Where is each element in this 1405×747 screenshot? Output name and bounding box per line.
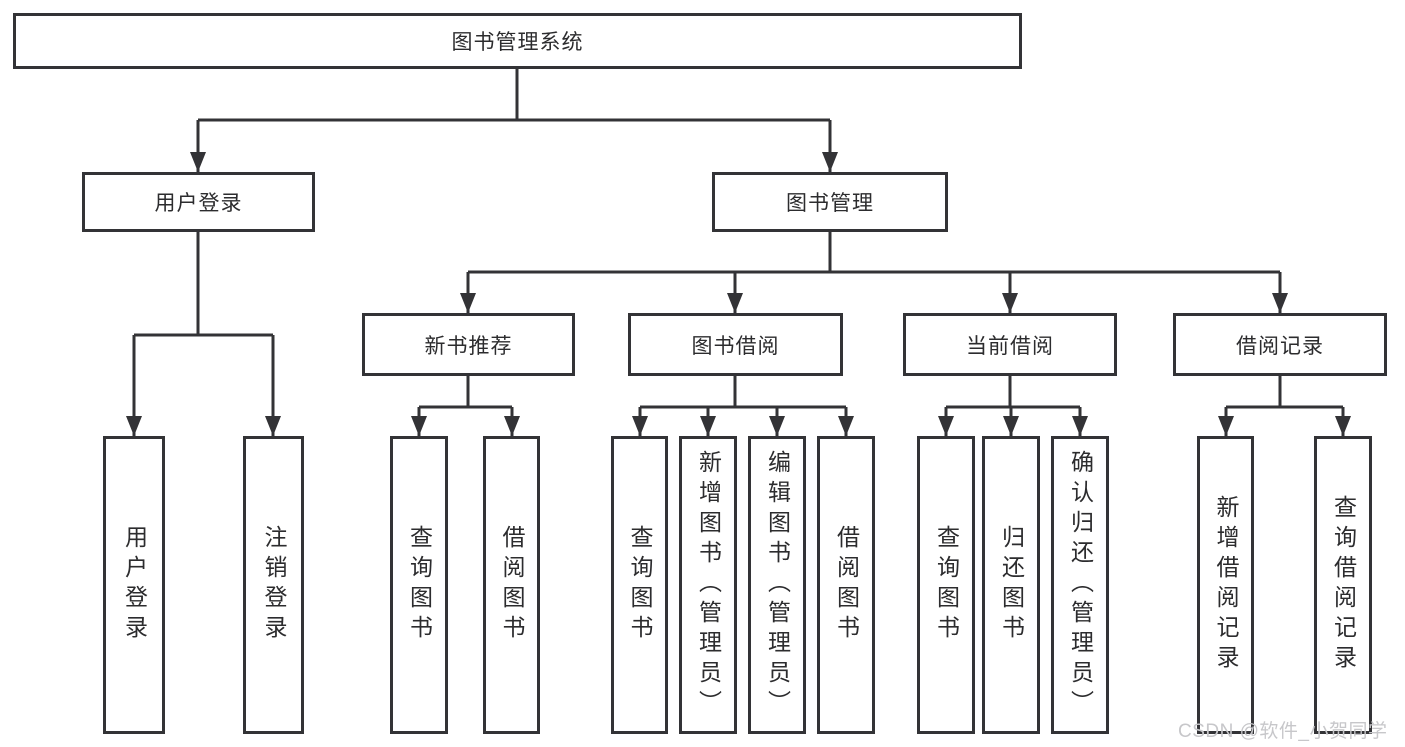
node-label: 新增借阅记录 [1213,495,1239,675]
node-leaf-query-books-borrow: 查询图书 [611,436,668,734]
node-root-book-management-system: 图书管理系统 [13,13,1022,69]
node-leaf-query-borrow-record: 查询借阅记录 [1314,436,1372,734]
node-label: 新书推荐 [424,334,513,358]
node-leaf-return-books: 归还图书 [982,436,1040,734]
node-label: 用户登录 [121,525,148,645]
node-leaf-query-books-current: 查询图书 [917,436,975,734]
node-label: 查询图书 [627,525,653,645]
node-borrow-records: 借阅记录 [1173,313,1387,376]
node-label: 用户登录 [154,192,243,215]
node-leaf-query-books-recommend: 查询图书 [390,436,448,734]
node-label: 图书管理系统 [451,31,584,54]
node-label: 归还图书 [998,525,1025,645]
node-leaf-user-login: 用户登录 [103,436,165,734]
node-label: 注销登录 [261,525,287,645]
node-label: 新增图书（管理员） [695,450,722,720]
node-user-login-group: 用户登录 [82,172,315,232]
node-label: 借阅图书 [499,525,525,645]
node-label: 查询借阅记录 [1330,495,1357,675]
node-leaf-borrow-books: 借阅图书 [817,436,875,734]
node-label: 查询图书 [406,525,433,645]
node-leaf-add-books-admin: 新增图书（管理员） [679,436,737,734]
node-label: 当前借阅 [966,334,1054,358]
node-label: 借阅记录 [1236,334,1324,358]
node-label: 编辑图书（管理员） [764,450,791,720]
node-label: 查询图书 [933,525,960,645]
node-book-borrow: 图书借阅 [628,313,843,376]
node-label: 图书管理 [786,192,874,215]
node-leaf-borrow-books-recommend: 借阅图书 [483,436,540,734]
node-label: 借阅图书 [833,525,860,645]
node-new-book-recommend: 新书推荐 [362,313,575,376]
node-current-borrow: 当前借阅 [903,313,1117,376]
watermark: CSDN @软件_小贺同学 [1178,721,1388,742]
node-leaf-add-borrow-record: 新增借阅记录 [1197,436,1254,734]
node-leaf-confirm-return-admin: 确认归还（管理员） [1051,436,1109,734]
node-leaf-edit-books-admin: 编辑图书（管理员） [748,436,806,734]
node-label: 图书借阅 [691,334,780,358]
node-leaf-logout: 注销登录 [243,436,304,734]
node-label: 确认归还（管理员） [1067,450,1094,720]
node-book-management: 图书管理 [712,172,948,232]
